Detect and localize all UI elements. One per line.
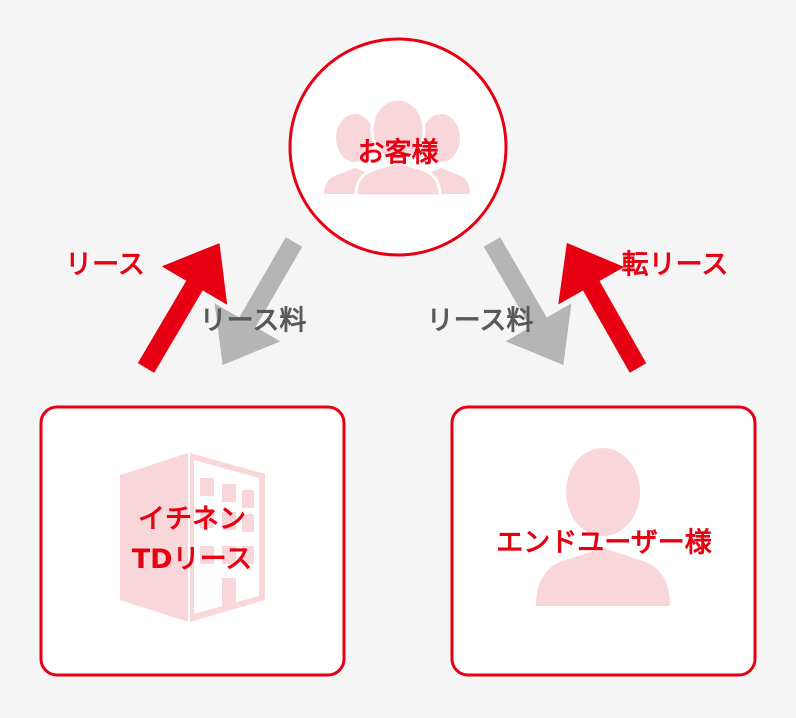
sublease-label: 転リース [621,249,729,281]
person-icon [536,448,670,606]
customer-label: お客様 [357,137,439,169]
lessor-label-line2: TDリース [131,544,253,575]
lessor-label-line1: イチネン [137,504,246,535]
lease-fee-arrow-right [483,237,572,366]
lease-fee-arrow-left [214,237,303,366]
building-icon [120,453,265,622]
lease-fee-label-right: リース料 [426,305,534,337]
group-of-people-icon [324,97,470,198]
lease-arrow [137,243,228,373]
end-user-node [450,405,757,677]
lessor-label: イチネン TDリース [132,500,252,580]
sublease-arrow [558,242,647,373]
lease-fee-label-left: リース料 [199,305,307,337]
lease-label: リース [65,249,145,281]
end-user-label: エンドユーザー様 [496,527,712,559]
